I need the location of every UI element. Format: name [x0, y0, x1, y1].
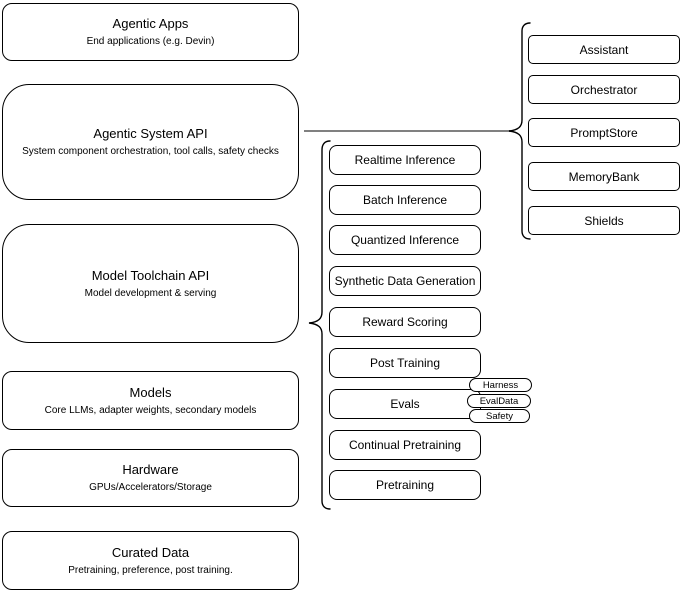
node-title: Curated Data [111, 544, 190, 560]
toolchain-brace [308, 140, 331, 510]
node-subtitle: End applications (e.g. Devin) [86, 36, 215, 47]
node-continual-pretraining: Continual Pretraining [329, 430, 481, 460]
node-title: Agentic System API [93, 126, 208, 141]
tag-evaldata: EvalData [467, 394, 531, 408]
node-subtitle: Core LLMs, adapter weights, secondary mo… [44, 404, 257, 416]
node-title: Model Toolchain API [91, 267, 210, 283]
node-subtitle: Model development & serving [84, 287, 217, 299]
node-subtitle: System component orchestration, tool cal… [22, 146, 279, 157]
node-assistant: Assistant [528, 35, 680, 64]
node-synthetic-data-generation: Synthetic Data Generation [329, 266, 481, 296]
node-evals: Evals [329, 389, 481, 419]
node-orchestrator: Orchestrator [528, 75, 680, 104]
node-quantized-inference: Quantized Inference [329, 225, 481, 255]
tag-safety: Safety [469, 409, 530, 423]
node-pretraining: Pretraining [329, 470, 481, 500]
node-memorybank: MemoryBank [528, 162, 680, 191]
node-title: Models [129, 384, 172, 400]
system-components-brace [508, 22, 531, 240]
node-batch-inference: Batch Inference [329, 185, 481, 215]
node-title: Agentic Apps [112, 16, 189, 31]
node-model-toolchain-api: Model Toolchain API Model development & … [2, 224, 299, 343]
node-subtitle: GPUs/Accelerators/Storage [89, 482, 212, 493]
node-post-training: Post Training [329, 348, 481, 378]
node-shields: Shields [528, 206, 680, 235]
node-hardware: Hardware GPUs/Accelerators/Storage [2, 449, 299, 507]
node-realtime-inference: Realtime Inference [329, 145, 481, 175]
node-curated-data: Curated Data Pretraining, preference, po… [2, 531, 299, 590]
node-reward-scoring: Reward Scoring [329, 307, 481, 337]
node-title: Hardware [122, 462, 179, 477]
node-subtitle: Pretraining, preference, post training. [68, 564, 233, 576]
node-models: Models Core LLMs, adapter weights, secon… [2, 371, 299, 430]
tag-harness: Harness [469, 378, 532, 392]
node-promptstore: PromptStore [528, 118, 680, 147]
node-agentic-system-api: Agentic System API System component orch… [2, 84, 299, 200]
node-agentic-apps: Agentic Apps End applications (e.g. Devi… [2, 3, 299, 61]
